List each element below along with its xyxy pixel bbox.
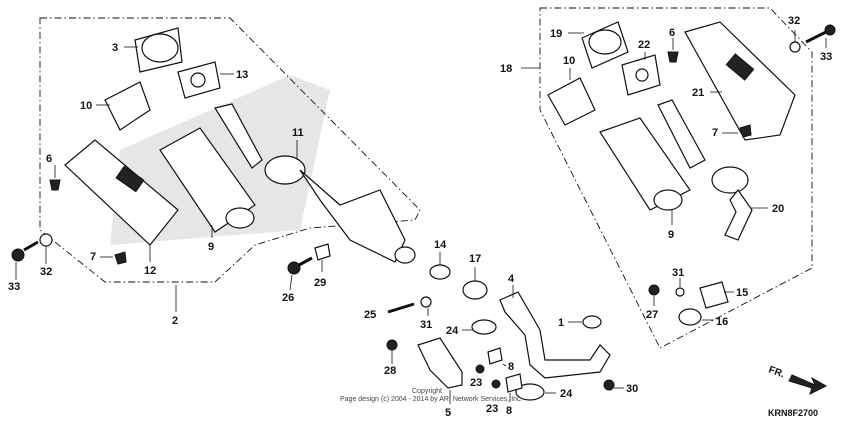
part-10-packing bbox=[104, 81, 151, 131]
callout-20: 20 bbox=[772, 203, 784, 215]
diagram-code: KRN8F2700 bbox=[768, 408, 818, 418]
part-11-flange bbox=[264, 155, 306, 185]
part-28-bolt bbox=[386, 339, 398, 351]
part-21-muffler-shell bbox=[684, 21, 796, 141]
part-5-protector bbox=[417, 337, 463, 389]
part-32-washer-right bbox=[789, 41, 801, 53]
callout-28: 28 bbox=[384, 365, 396, 377]
callout-19: 19 bbox=[550, 28, 562, 40]
callout-12: 12 bbox=[144, 265, 156, 277]
part-8-clip-upper bbox=[487, 347, 503, 365]
part-4-exhaust-pipe bbox=[499, 291, 611, 379]
callout-17: 17 bbox=[469, 253, 481, 265]
part-12-bracket bbox=[115, 165, 145, 193]
part-20-flange bbox=[711, 166, 749, 194]
callout-14: 14 bbox=[434, 239, 447, 251]
callout-3: 3 bbox=[112, 42, 118, 54]
direction-indicator: FR. bbox=[767, 364, 828, 395]
part-33-bolt-head bbox=[11, 248, 25, 262]
part-14-band bbox=[429, 264, 451, 280]
callout-33: 33 bbox=[8, 281, 20, 293]
callout-9: 9 bbox=[208, 241, 214, 253]
callout-7: 7 bbox=[90, 251, 96, 263]
part-9-inner-pipe bbox=[159, 127, 256, 233]
part-21-bracket bbox=[725, 53, 755, 81]
callout-6: 6 bbox=[669, 27, 675, 39]
part-12-muffler-shell bbox=[64, 139, 179, 246]
part-32-washer bbox=[39, 233, 53, 247]
callout-8: 8 bbox=[508, 361, 514, 373]
part-1-gasket bbox=[582, 315, 602, 329]
part-6-rivet bbox=[49, 179, 61, 191]
right-muffler-group: 18 19 22 10 6 21 7 9 bbox=[500, 7, 836, 349]
callout-32: 32 bbox=[788, 15, 800, 27]
callout-32: 32 bbox=[40, 266, 52, 278]
callout-2: 2 bbox=[172, 315, 178, 327]
callout-11: 11 bbox=[292, 127, 304, 139]
callout-6: 6 bbox=[46, 153, 52, 165]
callout-10: 10 bbox=[563, 55, 575, 67]
part-24-clamp-upper bbox=[471, 319, 497, 335]
copyright-heading: Copyright bbox=[412, 388, 442, 395]
callout-26: 26 bbox=[282, 292, 294, 304]
part-33-bolt-right bbox=[805, 30, 827, 44]
callout-21: 21 bbox=[692, 87, 704, 99]
callout-25: 25 bbox=[364, 309, 376, 321]
group-18-outline bbox=[539, 7, 813, 349]
callout-1: 1 bbox=[558, 317, 564, 329]
center-parts-group: 14 17 4 1 30 25 31 24 24 5 bbox=[340, 239, 638, 419]
callout-8: 8 bbox=[506, 405, 512, 417]
part-3-end-cap-face bbox=[141, 33, 179, 63]
copyright-text: Page design (c) 2004 - 2014 by ARI Netwo… bbox=[340, 396, 523, 403]
right-lower-parts: 27 31 15 16 bbox=[646, 267, 748, 328]
part-16-rubber bbox=[678, 308, 702, 326]
callout-4: 4 bbox=[508, 273, 515, 285]
part-17-sleeve bbox=[462, 280, 488, 300]
part-24-clamp-lower bbox=[515, 383, 545, 401]
part-6-rivet-right bbox=[667, 51, 679, 63]
callout-16: 16 bbox=[716, 316, 728, 328]
callout-29: 29 bbox=[314, 277, 326, 289]
callout-23: 23 bbox=[486, 403, 498, 415]
part-9-inner-pipe-right bbox=[599, 117, 691, 211]
callout-27: 27 bbox=[646, 309, 658, 321]
left-muffler-group: 2 3 13 10 12 9 11 6 bbox=[8, 17, 421, 327]
part-23-nut-lower bbox=[491, 379, 501, 389]
part-27-bolt bbox=[648, 284, 660, 296]
callout-31: 31 bbox=[672, 267, 684, 279]
part-20-tailpipe-tube bbox=[657, 99, 706, 169]
part-23-nut-upper bbox=[475, 364, 485, 374]
part-31-washer-right bbox=[675, 287, 685, 297]
part-11-tailpipe-tube bbox=[214, 103, 263, 169]
callout-9: 9 bbox=[668, 229, 674, 241]
callout-33: 33 bbox=[820, 51, 832, 63]
part-8-clip-lower bbox=[505, 373, 523, 393]
part-20-outlet bbox=[724, 188, 753, 241]
part-7-rivet-right bbox=[739, 124, 752, 138]
fr-label: FR. bbox=[767, 364, 786, 380]
part-30-nut bbox=[603, 379, 615, 391]
part-10-packing-right bbox=[547, 77, 596, 126]
part-26-bolt bbox=[287, 261, 301, 275]
callout-24: 24 bbox=[560, 388, 573, 400]
callout-23: 23 bbox=[470, 377, 482, 389]
callout-24: 24 bbox=[446, 325, 459, 337]
part-7-rivet bbox=[114, 251, 127, 265]
callout-18: 18 bbox=[500, 63, 512, 75]
callout-31: 31 bbox=[420, 319, 432, 331]
callout-22: 22 bbox=[638, 39, 650, 51]
callout-7: 7 bbox=[712, 127, 718, 139]
fr-arrow-icon bbox=[788, 374, 828, 395]
callout-13: 13 bbox=[236, 69, 248, 81]
callout-30: 30 bbox=[626, 383, 638, 395]
callout-10: 10 bbox=[80, 100, 92, 112]
part-15-holder bbox=[699, 281, 729, 309]
part-29-nut-clip bbox=[314, 243, 331, 261]
part-31-washer-center bbox=[420, 296, 432, 308]
group-2-outline bbox=[39, 17, 421, 283]
callout-15: 15 bbox=[736, 287, 748, 299]
part-25-bolt bbox=[387, 302, 415, 314]
callout-5: 5 bbox=[445, 407, 451, 419]
